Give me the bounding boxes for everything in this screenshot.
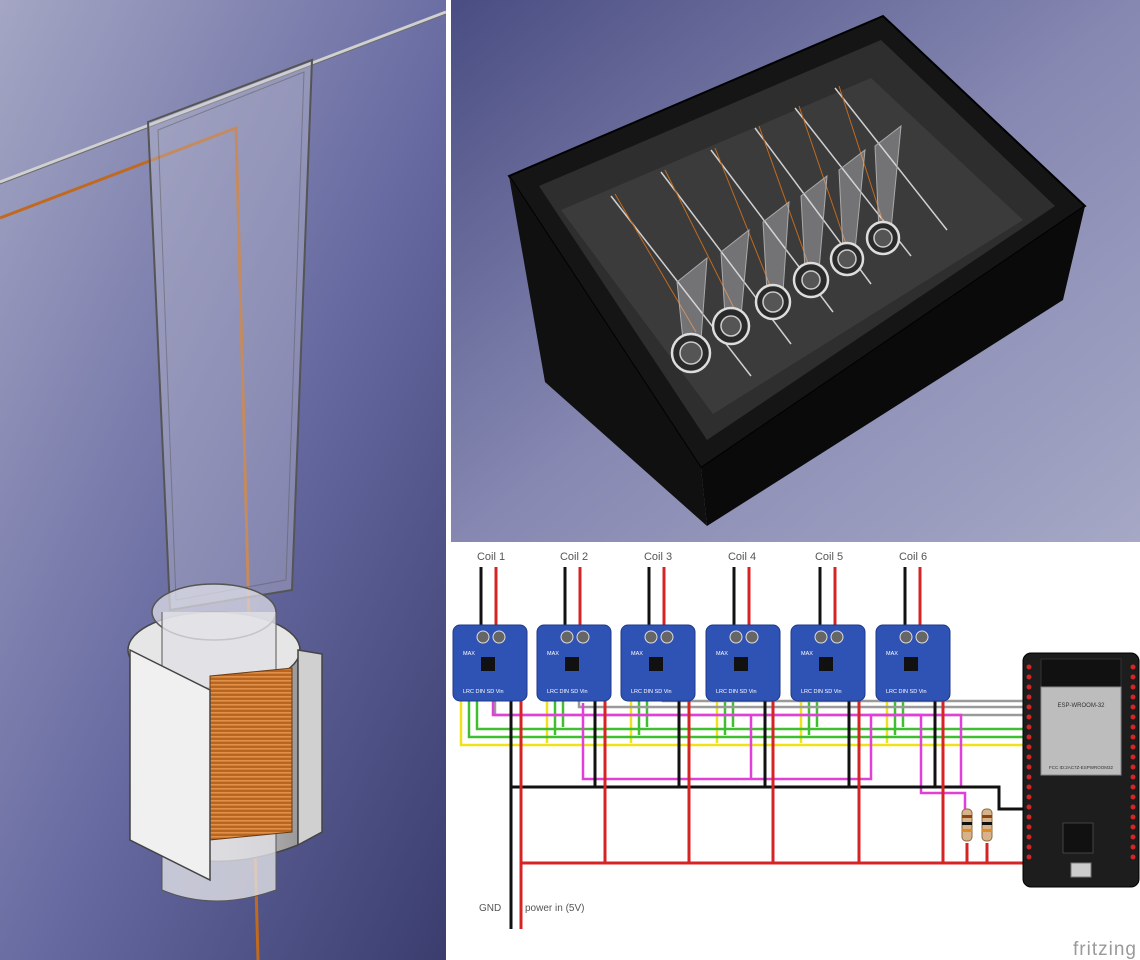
single-coil-3d-view xyxy=(0,0,446,960)
power-bus xyxy=(509,695,1027,929)
amp-board-4: MAX LRC DIN SD Vin xyxy=(705,624,781,702)
coil-label-1: Coil 1 xyxy=(477,551,505,563)
fritzing-logo: fritzing xyxy=(1073,939,1137,960)
coil-label-6: Coil 6 xyxy=(899,551,927,563)
svg-text:MAX: MAX xyxy=(886,651,898,657)
svg-text:MAX: MAX xyxy=(631,651,643,657)
amp-board-3: MAX LRC DIN SD Vin xyxy=(620,624,696,702)
support-wire xyxy=(0,10,446,184)
resistor xyxy=(961,808,973,842)
schematic-canvas: Coil 1 Coil 2 Coil 3 Coil 4 Coil 5 Coil … xyxy=(452,551,1140,960)
coil-array xyxy=(610,85,948,377)
gnd-label: GND xyxy=(479,903,501,914)
power-in-label: power in (5V) xyxy=(525,903,584,914)
amp-board-5: MAX LRC DIN SD Vin xyxy=(790,624,866,702)
coil-label-4: Coil 4 xyxy=(728,551,756,563)
svg-text:MAX: MAX xyxy=(463,651,475,657)
svg-text:LRC DIN SD Vin: LRC DIN SD Vin xyxy=(547,689,588,695)
coil-label-3: Coil 3 xyxy=(644,551,672,563)
amp-board-2: MAX LRC DIN SD Vin xyxy=(536,624,612,702)
amp-board-1: MAX LRC DIN SD Vin xyxy=(452,624,528,702)
esp-cert: FCC ID:2AC7Z-ESPWROOM32 xyxy=(1049,765,1114,770)
enclosure-3d-view xyxy=(451,0,1140,547)
svg-text:LRC DIN SD Vin: LRC DIN SD Vin xyxy=(463,689,504,695)
svg-text:LRC DIN SD Vin: LRC DIN SD Vin xyxy=(631,689,672,695)
wiring-schematic: Coil 1 Coil 2 Coil 3 Coil 4 Coil 5 Coil … xyxy=(451,547,1140,960)
coil-label-2: Coil 2 xyxy=(560,551,588,563)
amp-board-6: MAX LRC DIN SD Vin xyxy=(875,624,951,702)
esp32-pins xyxy=(1026,664,1136,860)
esp-title: ESP-WROOM-32 xyxy=(1057,703,1105,709)
resistor xyxy=(981,808,993,842)
svg-text:LRC DIN SD Vin: LRC DIN SD Vin xyxy=(801,689,842,695)
svg-text:LRC DIN SD Vin: LRC DIN SD Vin xyxy=(716,689,757,695)
copper-winding xyxy=(209,667,293,841)
coil-leads xyxy=(479,567,922,629)
single-coil-render xyxy=(0,0,446,960)
svg-text:LRC DIN SD Vin: LRC DIN SD Vin xyxy=(886,689,927,695)
membrane-cone xyxy=(146,58,314,612)
esp32-board: ESP-WROOM-32 FCC ID:2AC7Z-ESPWROOM32 xyxy=(1022,652,1140,888)
coil-label-5: Coil 5 xyxy=(815,551,843,563)
svg-text:MAX: MAX xyxy=(547,651,559,657)
svg-text:MAX: MAX xyxy=(801,651,813,657)
enclosure-render xyxy=(451,0,1140,547)
svg-text:MAX: MAX xyxy=(716,651,728,657)
